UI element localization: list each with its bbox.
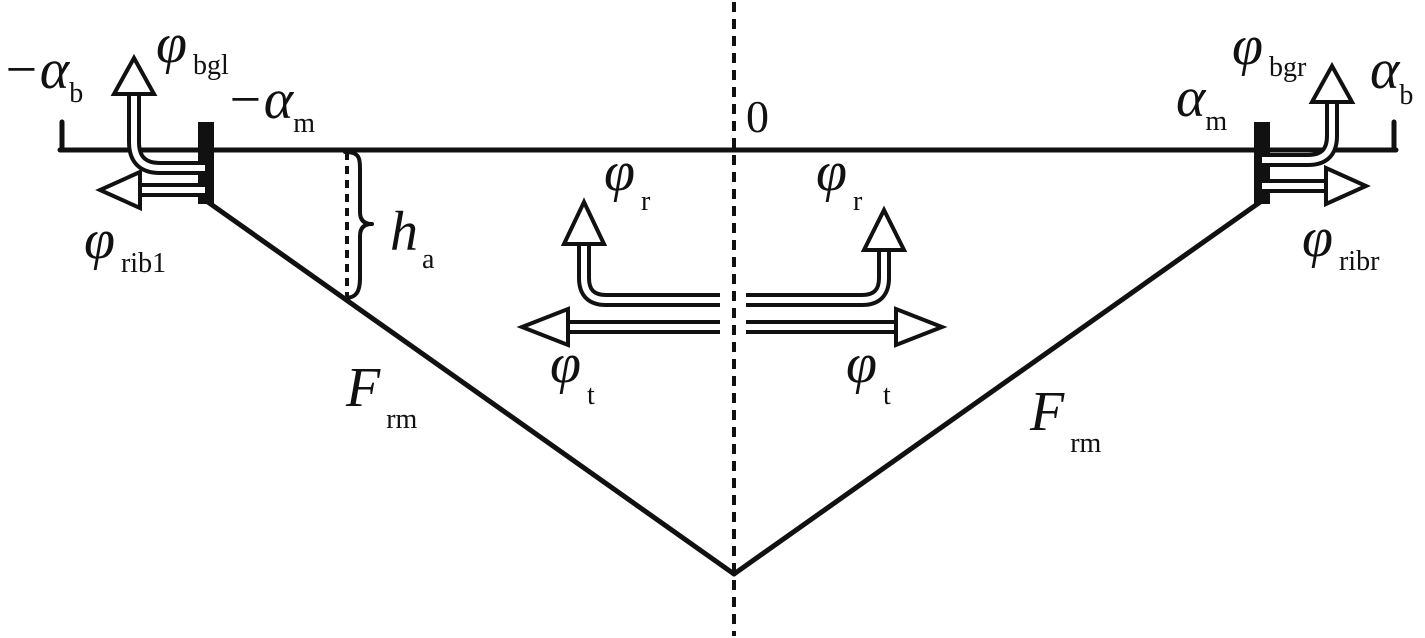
phi-t-left-arrow (516, 306, 720, 348)
structure (57, 2, 1399, 636)
phi-r-right-arrow (746, 205, 908, 307)
phi-t-right-label: φt (846, 333, 891, 411)
f-rm-left-label: Frm (345, 357, 418, 435)
phi-t-left-label: φt (550, 333, 595, 411)
left-load-edge (202, 197, 737, 577)
right-load-edge (731, 197, 1266, 577)
phi-rib-left-arrow (95, 168, 205, 212)
hollow-arrows (95, 53, 1371, 348)
f-rm-right-label: Frm (1029, 381, 1102, 459)
alpha-m-label: αm (1176, 67, 1227, 137)
alpha-b-label: αb (1370, 39, 1413, 111)
phi-rib-right-arrow (1262, 164, 1371, 208)
neg-alpha-m-label: −αm (226, 69, 315, 139)
phi-r-left-arrow (560, 197, 720, 307)
h-a-brace (343, 150, 374, 300)
phi-bgr-arrow (1262, 61, 1356, 167)
neg-alpha-b-label: −αb (2, 39, 83, 109)
zero-label: 0 (746, 91, 769, 142)
phi-bgl-arrow (110, 53, 205, 175)
phi-t-right-arrow (746, 306, 948, 348)
